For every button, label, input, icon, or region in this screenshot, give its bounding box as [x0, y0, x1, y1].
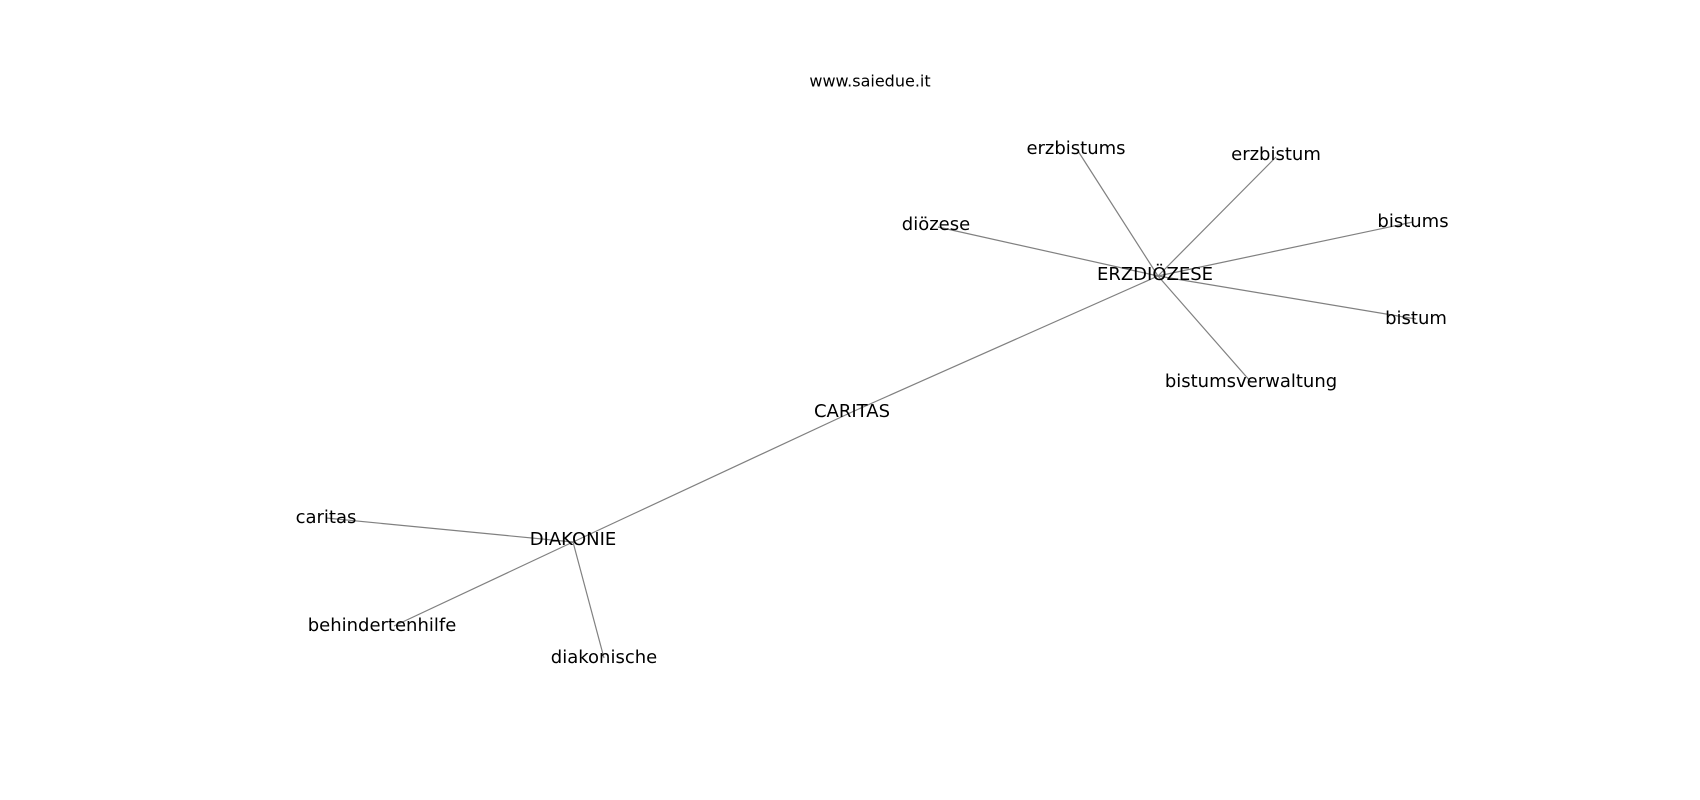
node-label-bistum: bistum [1385, 308, 1447, 329]
edge-erzdioezese-bistum [1157, 275, 1417, 320]
edge-diakonie-diakonische [572, 541, 605, 659]
node-label-behindertenhilfe: behindertenhilfe [308, 615, 457, 636]
node-label-dioezese: diözese [902, 214, 970, 235]
edge-erzdioezese-dioezese [937, 226, 1159, 277]
edge-erzdioezese-bistumsverwaltung [1157, 275, 1252, 383]
node-label-erzbistum: erzbistum [1231, 144, 1321, 165]
node-label-erzbistums: erzbistums [1026, 138, 1125, 159]
edge-caritas_hub-erzdioezese [851, 275, 1159, 413]
node-label-diakonie: DIAKONIE [530, 529, 617, 550]
edge-erzdioezese-erzbistums [1077, 150, 1159, 277]
node-label-caritas: caritas [296, 507, 357, 528]
edge-erzdioezese-bistums [1157, 221, 1414, 277]
edge-diakonie-behindertenhilfe [393, 541, 574, 627]
edge-diakonie-caritas [325, 517, 574, 543]
node-label-erzdioezese: ERZDIÖZESE [1097, 263, 1213, 285]
node-label-bistums: bistums [1377, 211, 1448, 232]
node-label-diakonische: diakonische [551, 647, 657, 668]
edge-caritas_hub-diakonie [572, 411, 853, 543]
nodes-layer: CARITAS ERZDIÖZESE DIAKONIE erzbistums erzbi… [296, 138, 1449, 668]
edge-erzdioezese-erzbistum [1157, 156, 1277, 277]
edges-layer [325, 150, 1417, 659]
node-label-bistumsverwaltung: bistumsverwaltung [1165, 371, 1337, 392]
node-label-caritas_hub: CARITAS [814, 401, 890, 422]
watermark-text: www.saiedue.it [809, 72, 930, 91]
